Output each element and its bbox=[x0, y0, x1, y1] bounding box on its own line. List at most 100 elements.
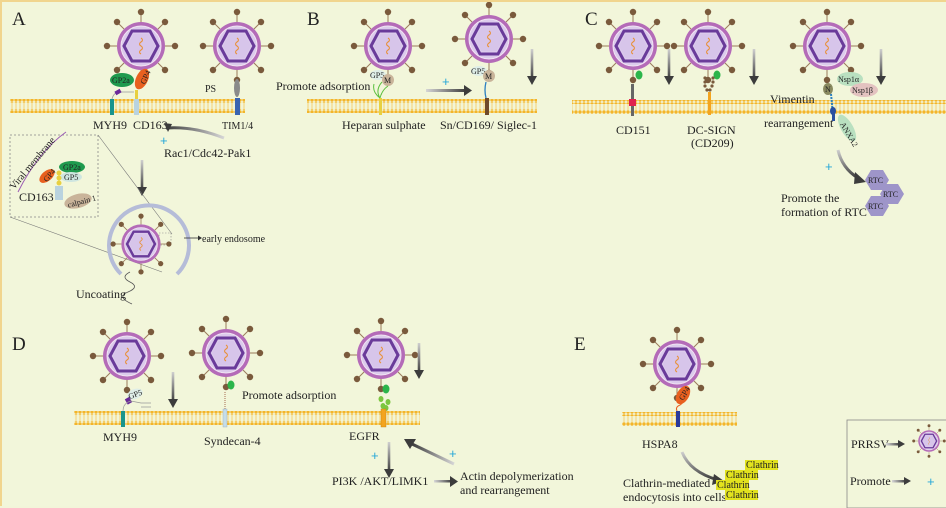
promote-adsorption-label: Promote adsorption bbox=[242, 388, 336, 402]
rearrangement-label: rearrangement bbox=[764, 116, 834, 130]
legend-prrsv-label: PRRSV bbox=[851, 437, 889, 451]
clathrin-label: Clathrin bbox=[746, 460, 779, 471]
panel-letter-c: C bbox=[585, 9, 598, 30]
siglec-1-receptor bbox=[485, 98, 489, 115]
nsp1-beta-label: Nsp1β bbox=[852, 86, 873, 95]
early-endosome bbox=[107, 203, 191, 276]
prrsv-virion bbox=[788, 7, 866, 85]
anxa2-protein bbox=[837, 114, 857, 142]
panel-letter-d: D bbox=[12, 334, 26, 355]
legend-plus-icon: + bbox=[927, 474, 935, 489]
legend-box bbox=[846, 419, 946, 508]
arrow-right-icon bbox=[464, 85, 472, 96]
arrow-down-icon bbox=[527, 49, 537, 85]
cell-membrane bbox=[10, 99, 245, 113]
inset-gp4-label: GP4 bbox=[41, 167, 57, 184]
ps-molecule bbox=[234, 79, 240, 97]
arrow-right-icon bbox=[450, 476, 458, 487]
legend-virus-icon bbox=[911, 423, 946, 459]
prrsv-virion bbox=[638, 325, 716, 403]
legend: PRRSV Promote + bbox=[846, 419, 946, 508]
panel-e: E GP4 HSPA8 Clathrin-mediated endocytosi… bbox=[574, 325, 779, 504]
myh9-receptor bbox=[110, 99, 114, 115]
actin-label-1: Actin depolymerization bbox=[460, 469, 574, 483]
gp4-protein bbox=[134, 68, 150, 90]
viral-membrane-label: Viral membrane bbox=[8, 135, 58, 192]
panel-letter-a: A bbox=[12, 9, 26, 30]
promote-plus-icon: + bbox=[449, 446, 457, 461]
clathrin-tags: Clathrin Clathrin Clathrin Clathrin bbox=[716, 460, 779, 501]
heparan-sulphate-receptor bbox=[379, 98, 382, 115]
rtc-label: RTC bbox=[883, 190, 898, 199]
arrow-down-icon bbox=[876, 49, 886, 85]
prrsv-virion bbox=[349, 7, 427, 85]
myh9-receptor bbox=[121, 411, 125, 427]
arrow-down-icon bbox=[414, 343, 424, 379]
prrsv-virion bbox=[198, 7, 276, 85]
rtc-cluster: RTC RTC RTC bbox=[865, 170, 904, 216]
inset-gp5-label: GP5 bbox=[64, 173, 78, 182]
uncoating-label: Uncoating bbox=[76, 287, 126, 301]
cell-membrane bbox=[307, 99, 537, 113]
cd163-label: CD163 bbox=[133, 118, 168, 132]
panel-c: C CD151 DC-SIGN (CD209) N Nsp1α Nsp1β bbox=[572, 7, 946, 219]
clathrin-label: Clathrin bbox=[726, 470, 759, 481]
gp2a-label: GP2a bbox=[112, 76, 130, 85]
panel-letter-b: B bbox=[307, 9, 320, 30]
myh9-label: MYH9 bbox=[103, 430, 137, 444]
inset-cd163-label: CD163 bbox=[19, 190, 54, 204]
heparan-sulphate-label: Heparan sulphate bbox=[342, 118, 426, 132]
cell-membrane bbox=[572, 100, 946, 114]
syndecan-4-receptor bbox=[222, 408, 228, 428]
dc-sign-beads bbox=[703, 76, 715, 92]
rtc-label: RTC bbox=[868, 202, 883, 211]
clathrin-mediated-label-1: Clathrin-mediated bbox=[623, 476, 710, 490]
legend-arrow-icon bbox=[898, 440, 905, 448]
early-endosome-label: early endosome bbox=[202, 234, 266, 245]
legend-promote-label: Promote bbox=[850, 474, 891, 488]
cell-membrane bbox=[74, 411, 420, 425]
dc-sign-receptor bbox=[708, 92, 711, 115]
rna-strand bbox=[122, 271, 135, 305]
gp5-label: GP5 bbox=[471, 67, 485, 76]
rac1-cdc42-pak1-label: Rac1/Cdc42-Pak1 bbox=[164, 146, 251, 160]
dc-sign-label: DC-SIGN bbox=[687, 123, 736, 137]
prrsv-virion bbox=[88, 317, 166, 395]
m-protein-label: M bbox=[485, 72, 492, 81]
gp4-protein bbox=[675, 385, 691, 405]
arrow-down-icon bbox=[384, 442, 394, 478]
cd209-label: (CD209) bbox=[691, 136, 734, 150]
arrow-down-icon bbox=[664, 49, 674, 85]
arrow-down-icon bbox=[168, 372, 178, 408]
legend-arrow-icon bbox=[904, 477, 911, 485]
panel-a: A GP2a GP4 PS MYH9 CD163 TIM1/4 + Rac bbox=[8, 7, 276, 305]
prrsv-virion bbox=[450, 2, 528, 78]
tim-label: TIM1/4 bbox=[222, 121, 253, 132]
arrow-icon bbox=[712, 474, 724, 485]
panel-letter-e: E bbox=[574, 334, 586, 355]
prrsv-virion bbox=[669, 7, 747, 85]
inset-box bbox=[9, 134, 99, 218]
cd151-label: CD151 bbox=[616, 123, 651, 137]
anxa2-label: ANXA2 bbox=[838, 120, 859, 148]
m-protein-label: M bbox=[384, 76, 391, 85]
egfr-ligands bbox=[378, 396, 391, 411]
syndecan-4-label: Syndecan-4 bbox=[204, 434, 261, 448]
promote-plus-icon: + bbox=[442, 74, 450, 89]
promote-plus-icon: + bbox=[825, 159, 833, 174]
panel-b: B GP5 M Promote adsorption Heparan sulph… bbox=[276, 2, 537, 132]
myh9-label: MYH9 bbox=[93, 118, 127, 132]
promote-plus-icon: + bbox=[371, 448, 379, 463]
ps-label: PS bbox=[205, 84, 216, 95]
arrow-icon bbox=[854, 172, 866, 184]
promote-adsorption-label: Promote adsorption bbox=[276, 79, 370, 93]
prrsv-virion bbox=[594, 7, 672, 85]
cd163-receptor bbox=[134, 99, 139, 115]
pi3k-akt-limk1-label: PI3K /AKT/LIMK1 bbox=[332, 474, 428, 488]
clathrin-mediated-label-2: endocytosis into cells bbox=[623, 490, 727, 504]
prrsv-virion bbox=[187, 314, 265, 392]
gp2a-protein bbox=[110, 73, 134, 87]
actin-label-2: and rearrangement bbox=[460, 483, 550, 497]
